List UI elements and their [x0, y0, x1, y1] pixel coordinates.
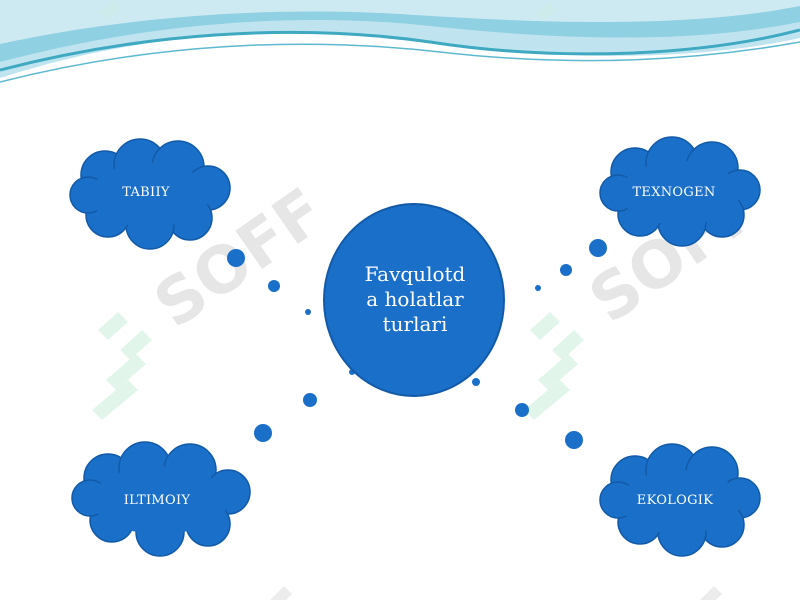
center-node — [323, 203, 505, 397]
center-node-label: Favqulotd a holatlar turlari — [335, 262, 495, 337]
cloud-label-tabiiy: TABIIY — [122, 185, 170, 200]
cloud-ekologik — [599, 443, 761, 557]
connector-dot — [535, 285, 541, 291]
watermark-fragments-bottom — [100, 0, 722, 600]
connector-dot — [589, 239, 607, 257]
connector-dot — [268, 280, 280, 292]
connector-dot — [305, 309, 311, 315]
connector-dot — [472, 378, 480, 386]
center-label-line-3: turlari — [382, 312, 448, 336]
cloud-label-texnogen: TEXNOGEN — [632, 185, 716, 200]
cloud-tabiiy — [69, 138, 231, 250]
connector-dot — [254, 424, 272, 442]
cloud-texnogen — [599, 136, 761, 247]
connector-dot — [227, 249, 245, 267]
center-label-line-1: Favqulotd — [364, 262, 466, 286]
center-label-line-2: a holatlar — [366, 287, 464, 311]
cloud-iltimoiy — [71, 441, 251, 557]
connector-dot — [560, 264, 572, 276]
cloud-label-iltimoiy: ILTIMOIY — [123, 493, 191, 508]
connector-dot — [303, 393, 317, 407]
connector-dot — [565, 431, 583, 449]
top-wave-decoration — [0, 0, 800, 83]
cloud-label-ekologik: EKOLOGIK — [636, 493, 714, 508]
connector-dot — [515, 403, 529, 417]
connector-dots — [227, 239, 607, 449]
